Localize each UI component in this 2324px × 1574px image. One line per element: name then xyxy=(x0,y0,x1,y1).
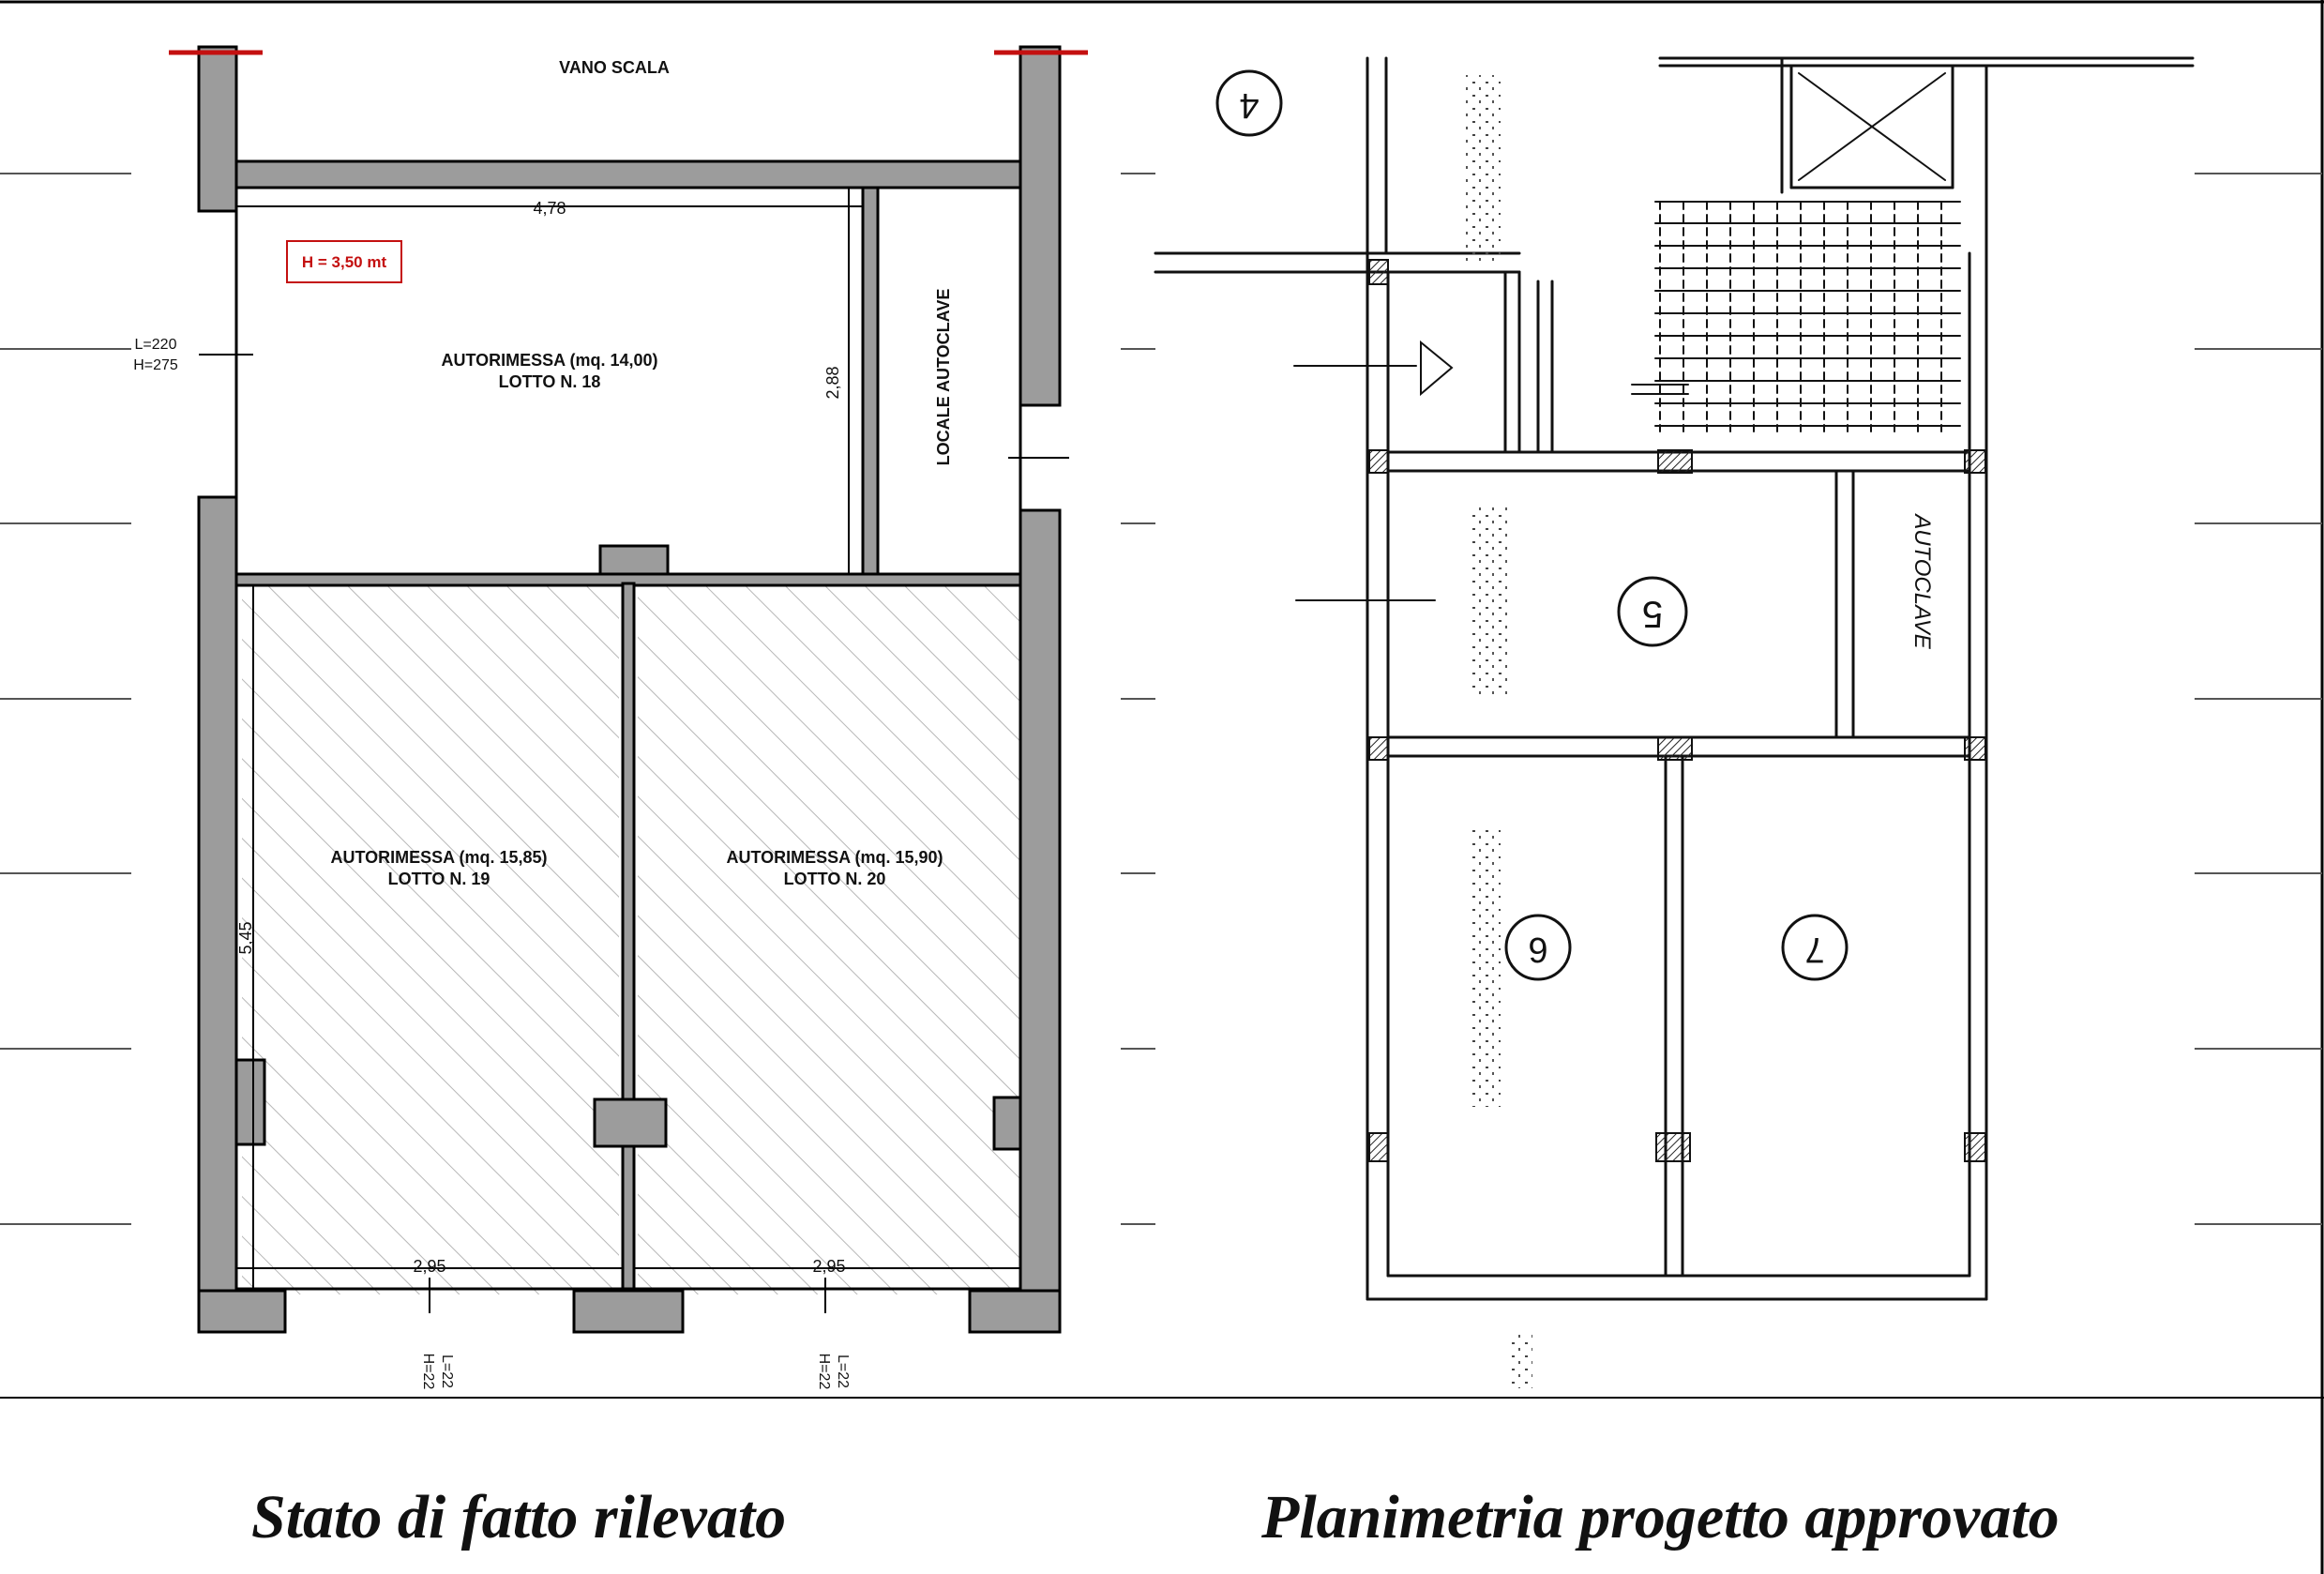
dimension-lines xyxy=(199,188,1069,1313)
room-6-label: 6 xyxy=(1528,930,1547,969)
autoclave-sketch-label: AUTOCLAVE xyxy=(1909,512,1935,650)
door-right-l-label: L=22 xyxy=(835,1355,851,1388)
frame-ticks xyxy=(0,173,2322,1225)
garage-19-title: AUTORIMESSA (mq. 15,85) xyxy=(330,848,547,867)
left-plan: VANO SCALA H = 3,50 mt 4,78 2,88 5,45 2,… xyxy=(133,45,1088,1390)
door-right-h-label: H=22 xyxy=(816,1354,832,1390)
room-5-label: 5 xyxy=(1642,593,1663,634)
garage-20-title: AUTORIMESSA (mq. 15,90) xyxy=(726,848,943,867)
dim-width-top: 4,78 xyxy=(533,199,566,218)
garage-18-lot: LOTTO N. 18 xyxy=(499,372,601,391)
walls xyxy=(197,45,1062,1334)
elevator-cross xyxy=(1798,72,1946,181)
entry-arrows xyxy=(1293,340,1454,601)
room-4-label: 4 xyxy=(1239,85,1259,125)
lot-19-hatch-area xyxy=(242,586,619,1294)
wall-columns xyxy=(1368,259,1986,1162)
opening-l-label: L=220 xyxy=(135,337,177,353)
room-7-label: 7 xyxy=(1804,930,1824,969)
left-caption: Stato di fatto rilevato xyxy=(251,1483,787,1551)
outer-walls xyxy=(1154,56,2195,1301)
stair-treads xyxy=(1631,201,1961,432)
door-left-l-label: L=22 xyxy=(439,1355,455,1388)
dim-depth-bottom: 5,45 xyxy=(236,921,255,954)
scan-noise xyxy=(1463,75,1532,1388)
door-left-h-label: H=22 xyxy=(420,1354,436,1390)
garage-19-lot: LOTTO N. 19 xyxy=(388,870,490,888)
dim-depth-top: 2,88 xyxy=(823,366,842,399)
stair-label: VANO SCALA xyxy=(559,58,670,77)
opening-h-label: H=275 xyxy=(133,357,178,373)
dim-width-right: 2,95 xyxy=(812,1257,845,1276)
dim-width-left: 2,95 xyxy=(413,1257,445,1276)
garage-20-lot: LOTTO N. 20 xyxy=(784,870,886,888)
room-circles xyxy=(1215,69,1849,981)
height-tag xyxy=(286,240,402,283)
garage-18-title: AUTORIMESSA (mq. 14,00) xyxy=(441,351,657,370)
right-caption: Planimetria progetto approvato xyxy=(1261,1483,2060,1551)
right-plan xyxy=(1154,56,2195,1388)
height-label: H = 3,50 mt xyxy=(302,253,387,271)
autoclave-room-label: LOCALE AUTOCLAVE xyxy=(934,289,953,466)
lot-20-hatch-area xyxy=(638,586,1020,1294)
